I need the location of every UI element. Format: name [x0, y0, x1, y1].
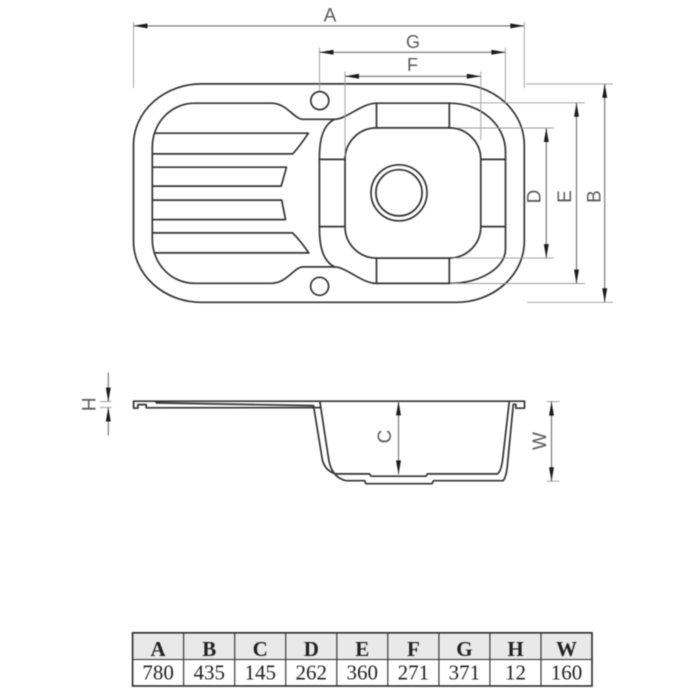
svg-text:F: F [407, 637, 420, 661]
svg-text:W: W [530, 432, 551, 450]
svg-text:A: A [324, 5, 337, 26]
svg-text:H: H [507, 637, 523, 661]
svg-text:W: W [556, 637, 577, 661]
svg-text:371: 371 [449, 661, 481, 685]
svg-text:H: H [79, 397, 100, 411]
svg-text:A: A [151, 637, 167, 661]
svg-text:G: G [456, 637, 472, 661]
svg-text:C: C [253, 637, 268, 661]
svg-text:E: E [555, 190, 576, 203]
svg-text:262: 262 [296, 661, 328, 685]
svg-text:145: 145 [244, 661, 276, 685]
svg-text:160: 160 [551, 661, 583, 685]
svg-text:B: B [202, 637, 216, 661]
svg-text:D: D [524, 190, 545, 204]
svg-text:F: F [407, 55, 418, 75]
svg-text:360: 360 [347, 661, 379, 685]
svg-text:780: 780 [142, 661, 174, 685]
svg-text:D: D [304, 637, 319, 661]
svg-text:271: 271 [398, 661, 430, 685]
svg-text:C: C [375, 430, 396, 444]
svg-text:B: B [585, 190, 606, 203]
svg-text:12: 12 [505, 661, 526, 685]
svg-text:E: E [355, 637, 369, 661]
svg-text:435: 435 [193, 661, 225, 685]
svg-text:G: G [406, 32, 420, 52]
